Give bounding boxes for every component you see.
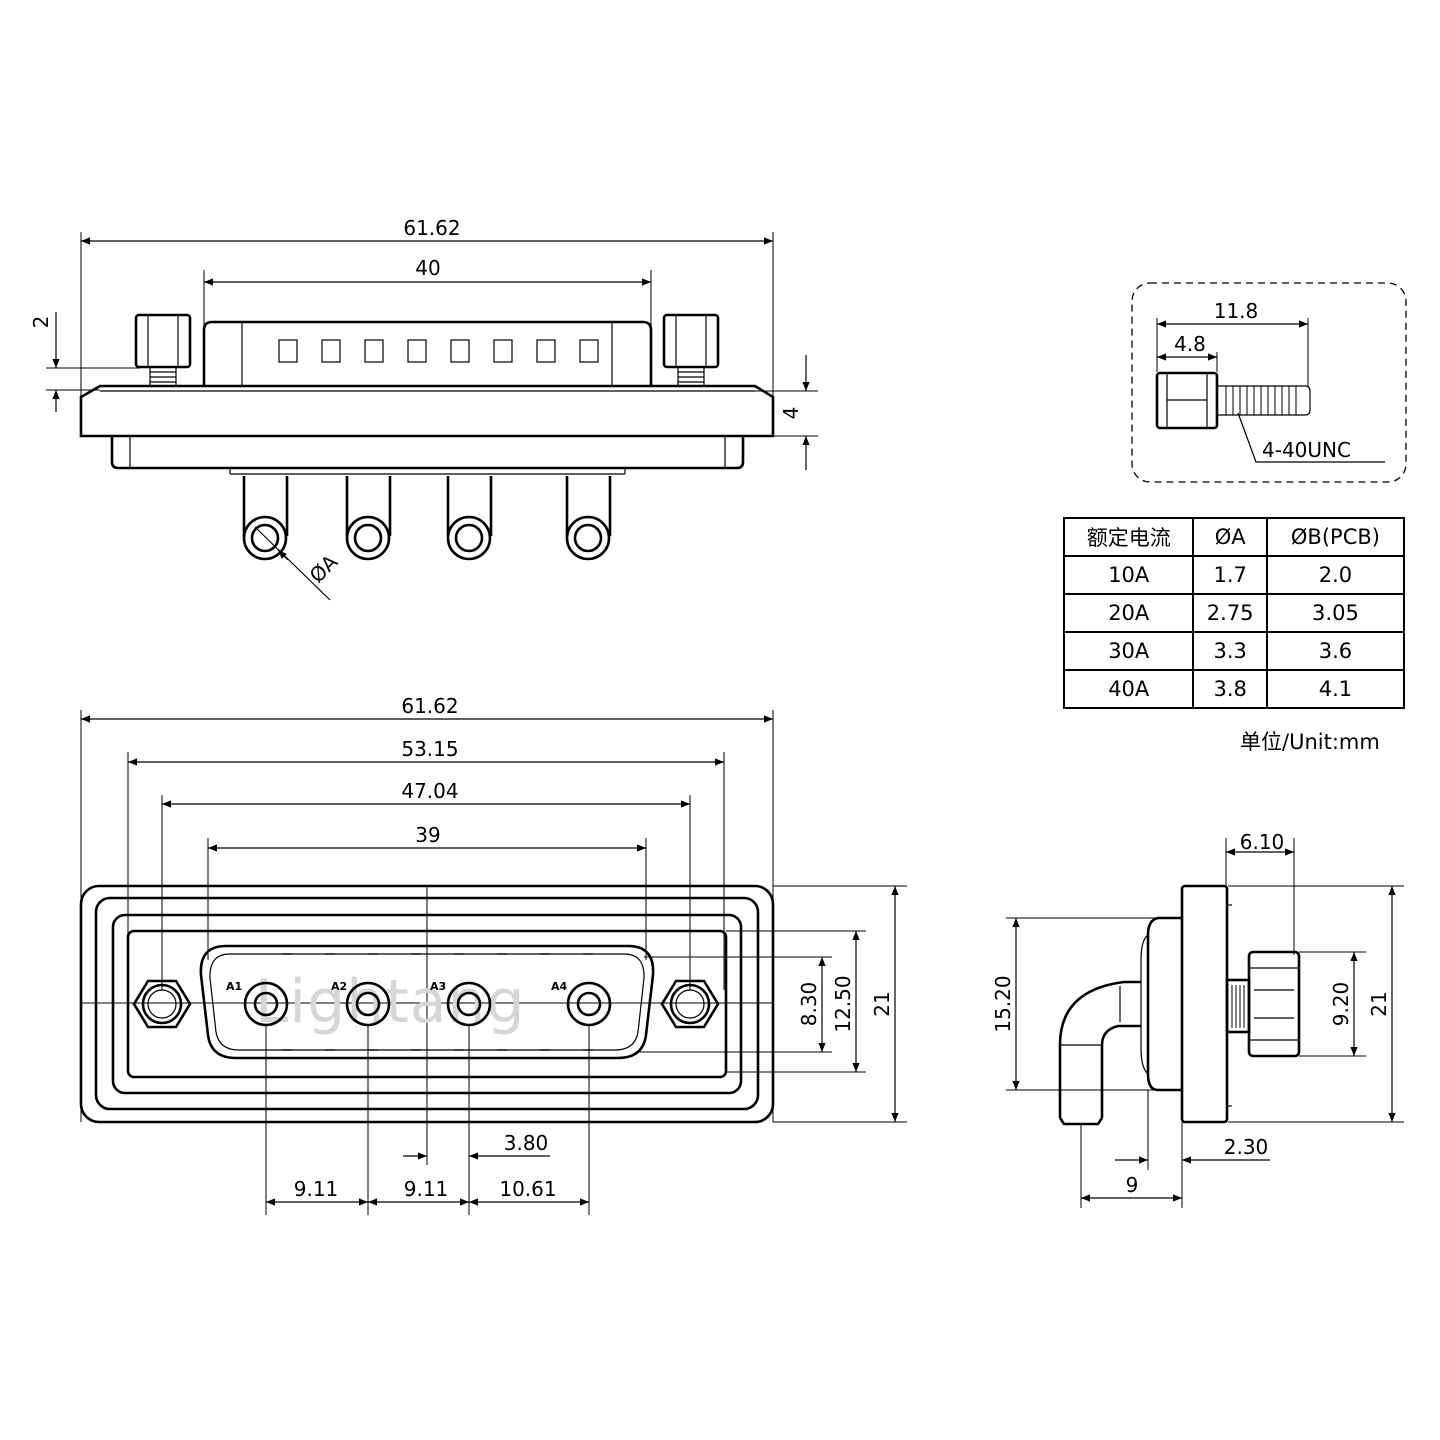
- unit-note: 单位/Unit:mm: [1240, 730, 1380, 754]
- front-pitch-3-label: 10.61: [499, 1177, 556, 1201]
- spec-cell: 20A: [1062, 593, 1195, 633]
- top-view: 61.62 40 2 4: [29, 216, 818, 601]
- top-lower-body: [110, 436, 745, 470]
- spec-cell: 4.1: [1265, 669, 1406, 709]
- top-flange: [79, 384, 775, 438]
- top-power-pin-3: [446, 476, 493, 561]
- thread-leader: [1237, 412, 1385, 463]
- front-pitch-2-label: 9.11: [404, 1177, 449, 1201]
- top-right-jackscrew: [662, 313, 720, 387]
- spec-cell: 30A: [1062, 631, 1195, 671]
- side-pin-height-label: 15.20: [991, 975, 1015, 1032]
- pin-label-a1: A1: [226, 980, 242, 993]
- front-overall-width-label: 61.62: [401, 694, 458, 718]
- front-shell-height-label: 12.50: [831, 975, 855, 1032]
- front-contact-a2: A2: [331, 980, 391, 1027]
- top-flange-offset-label: 2: [29, 316, 53, 329]
- screw-hex-head: [1155, 371, 1219, 430]
- side-flange-thickness-label: 6.10: [1240, 830, 1285, 854]
- screw-thread: [1217, 385, 1311, 416]
- watermark: Lightang: [255, 967, 526, 1037]
- top-body-width-label: 40: [415, 256, 440, 280]
- front-d-shell: [199, 944, 655, 1060]
- spec-table-header: 额定电流 ØA ØB(PCB): [1062, 517, 1406, 557]
- pin-diameter-label: ØA: [305, 550, 343, 588]
- screw-head-length-label: 4.8: [1174, 332, 1206, 356]
- side-view: 6.10 21 9.20: [991, 830, 1404, 1208]
- side-standoff: [1225, 978, 1251, 1034]
- spec-cell: 3.6: [1265, 631, 1406, 671]
- side-screw-height-label: 9.20: [1329, 982, 1353, 1027]
- front-pitch-1-label: 9.11: [294, 1177, 339, 1201]
- front-contact-height-label: 8.30: [797, 982, 821, 1027]
- spec-table: 额定电流 ØA ØB(PCB) 10A 1.7 2.0 20A 2.75 3.0…: [1062, 517, 1406, 709]
- front-view: 61.62 53.15 47.04 39 Lightang: [79, 694, 907, 1215]
- pin-label-a4: A4: [551, 980, 568, 993]
- spec-cell: 1.7: [1192, 555, 1268, 595]
- pin-label-a3: A3: [430, 980, 446, 993]
- top-power-pin-4: [565, 476, 612, 561]
- spec-cell: 3.8: [1192, 669, 1268, 709]
- screw-detail-frame: [1131, 282, 1407, 483]
- spec-cell: 2.0: [1265, 555, 1406, 595]
- spec-cell: 3.05: [1265, 593, 1406, 633]
- front-flange-width-label: 53.15: [401, 737, 458, 761]
- spec-cell: 10A: [1062, 555, 1195, 595]
- spec-header-dia-a: ØA: [1192, 517, 1268, 557]
- top-flange-thickness-label: 4: [779, 407, 803, 420]
- spec-table-row: 10A 1.7 2.0: [1062, 555, 1406, 595]
- side-housing: [1146, 916, 1182, 1092]
- front-center-offset-label: 3.80: [504, 1131, 549, 1155]
- top-power-pin-2: [345, 476, 392, 561]
- screw-detail: 11.8 4.8 4-40UNC: [1131, 282, 1407, 483]
- side-depth-label: 9: [1126, 1173, 1139, 1197]
- spec-table-row: 30A 3.3 3.6: [1062, 631, 1406, 671]
- top-overall-width-label: 61.62: [403, 216, 460, 240]
- side-flange: [1180, 884, 1229, 1124]
- top-left-jackscrew: [134, 313, 192, 387]
- side-angled-pin: [1058, 980, 1141, 1118]
- top-shell: [202, 320, 653, 386]
- front-right-hex-nut: [660, 979, 720, 1029]
- side-overall-height-label: 21: [1367, 991, 1391, 1016]
- front-contact-a4: A4: [551, 980, 612, 1027]
- front-left-hex-nut: [132, 979, 192, 1029]
- top-power-pin-1: [242, 476, 289, 561]
- spec-cell: 40A: [1062, 669, 1195, 709]
- side-offset-label: 2.30: [1224, 1135, 1269, 1159]
- spec-cell: 2.75: [1192, 593, 1268, 633]
- top-contact-slots: [278, 339, 599, 363]
- side-hex-nut: [1247, 950, 1301, 1058]
- screw-length-label: 11.8: [1214, 299, 1259, 323]
- spec-header-current: 额定电流: [1062, 517, 1195, 557]
- spec-table-row: 40A 3.8 4.1: [1062, 669, 1406, 709]
- front-hole-pitch-label: 47.04: [401, 779, 458, 803]
- pin-diameter-leader: [254, 526, 331, 601]
- spec-table-row: 20A 2.75 3.05: [1062, 593, 1406, 633]
- spec-cell: 3.3: [1192, 631, 1268, 671]
- thread-spec-label: 4-40UNC: [1262, 438, 1351, 462]
- front-overall-height-label: 21: [870, 991, 894, 1016]
- spec-header-dia-b: ØB(PCB): [1265, 517, 1406, 557]
- front-shell-width-label: 39: [415, 823, 440, 847]
- pin-label-a2: A2: [331, 980, 347, 993]
